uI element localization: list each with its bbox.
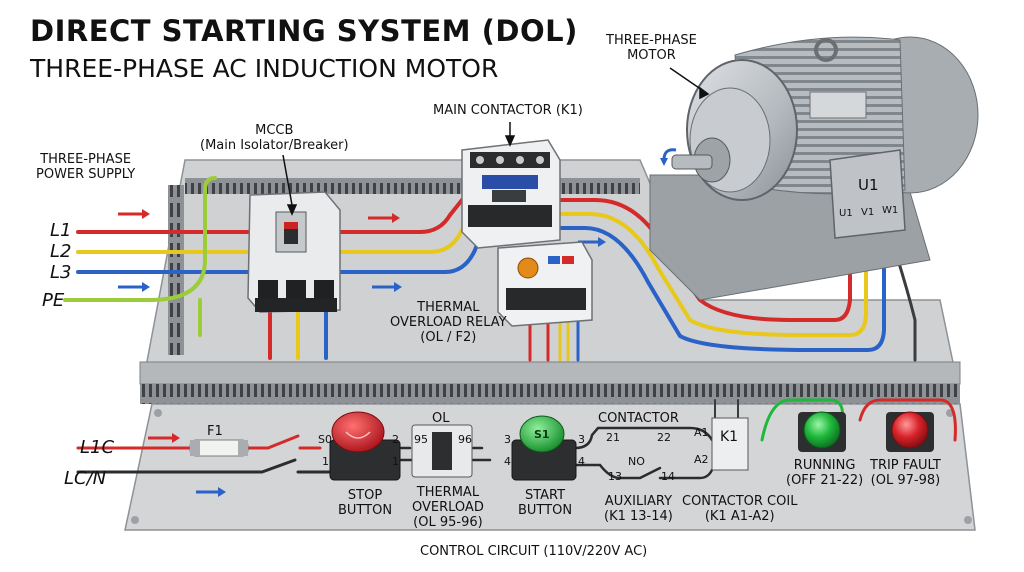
aux-13: 13 xyxy=(608,470,622,483)
callout-lines xyxy=(282,67,710,216)
aux-14: 14 xyxy=(661,470,675,483)
control-l1c-label: L1C xyxy=(80,437,115,458)
fuse-f1 xyxy=(189,439,249,457)
auxiliary-label: AUXILIARY (K1 13-14) xyxy=(604,494,673,524)
start-t3r: 3 xyxy=(578,433,585,446)
running-label: RUNNING (OFF 21-22) xyxy=(786,458,864,488)
start-button-label: START BUTTON xyxy=(518,488,573,518)
ol-95: 95 xyxy=(414,433,428,446)
main-contactor-label: MAIN CONTACTOR (K1) xyxy=(433,103,583,118)
coil-a2: A2 xyxy=(694,453,709,466)
ol-contact-device xyxy=(411,424,473,478)
overload-relay-label: THERMAL OVERLOAD RELAY (OL / F2) xyxy=(390,300,507,345)
contactor-coil-label: CONTACTOR COIL (K1 A1-A2) xyxy=(682,494,798,524)
motor-label: THREE-PHASE MOTOR xyxy=(606,33,697,63)
control-lcn-label: LC/N xyxy=(64,468,107,489)
phase-l3-label: L3 xyxy=(50,262,72,283)
contactor-aux-top-label: CONTACTOR xyxy=(598,411,679,426)
three-phase-motor xyxy=(649,36,979,301)
mccb-label: MCCB (Main Isolator/Breaker) xyxy=(200,123,349,153)
ol-label: THERMAL OVERLOAD (OL 95-96) xyxy=(412,485,484,530)
phase-l2-label: L2 xyxy=(50,241,72,262)
trip-lamp xyxy=(886,411,934,452)
stop-button-label: STOP BUTTON xyxy=(338,488,393,518)
contactor-coil-device xyxy=(711,417,749,471)
start-t4: 4 xyxy=(504,455,511,468)
title-line2: THREE-PHASE AC INDUCTION MOTOR xyxy=(30,54,499,83)
coil-a1: A1 xyxy=(694,426,709,439)
phase-pe-label: PE xyxy=(42,290,65,311)
flow-arrows xyxy=(118,209,606,497)
stop-s0: S0 xyxy=(318,433,332,446)
aux-21: 21 xyxy=(606,431,620,444)
motor-w1: W1 xyxy=(882,205,899,216)
motor-u1: U1 xyxy=(839,208,853,219)
start-t4r: 4 xyxy=(578,455,585,468)
ol-top-label: OL xyxy=(432,411,450,426)
ol-left-1: 1 xyxy=(392,455,399,468)
aux-22: 22 xyxy=(657,431,671,444)
stop-button-device xyxy=(329,411,401,481)
motor-box-label: U1 xyxy=(858,176,879,194)
thermal-overload-relay xyxy=(497,241,593,327)
running-lamp xyxy=(798,411,846,452)
power-supply-label: THREE-PHASE POWER SUPPLY xyxy=(36,152,136,182)
coil-box-label: K1 xyxy=(720,429,739,445)
start-button-device xyxy=(511,415,577,481)
wire-duct xyxy=(139,361,961,404)
start-t3: 3 xyxy=(504,433,511,446)
stop-t2: 2 xyxy=(392,433,399,446)
stop-t1: 1 xyxy=(322,455,329,468)
aux-no: NO xyxy=(628,455,645,468)
fuse-label: F1 xyxy=(207,424,223,439)
motor-v1: V1 xyxy=(861,207,875,218)
start-s1: S1 xyxy=(534,428,550,441)
main-contactor xyxy=(461,139,561,249)
control-circuit-caption: CONTROL CIRCUIT (110V/220V AC) xyxy=(420,544,648,559)
title-line1: DIRECT STARTING SYSTEM (DOL) xyxy=(30,14,578,48)
power-wires xyxy=(63,176,917,362)
ol-96: 96 xyxy=(458,433,472,446)
phase-l1-label: L1 xyxy=(50,220,72,241)
trip-fault-label: TRIP FAULT (OL 97-98) xyxy=(870,458,941,488)
